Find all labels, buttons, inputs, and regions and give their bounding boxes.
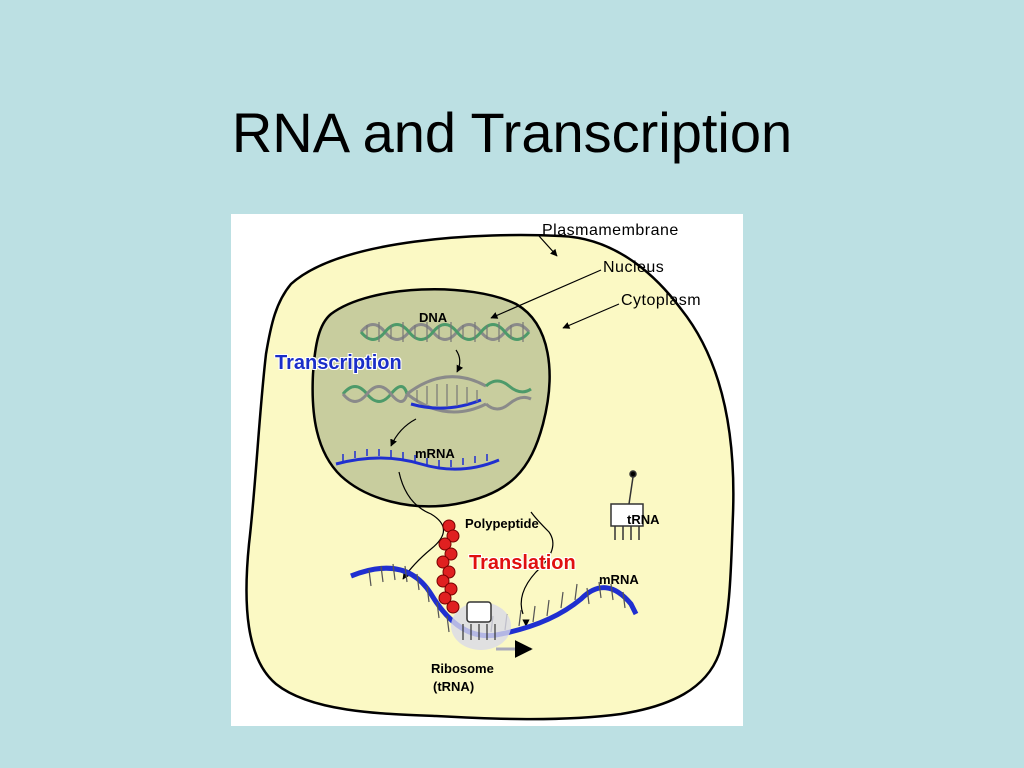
slide-title: RNA and Transcription [231, 101, 793, 164]
mrna-nucleus-label: mRNA [415, 446, 455, 461]
dna-arrow [455, 349, 464, 373]
plasma-membrane-label: Plasmamembrane [542, 222, 679, 239]
dna-helix [359, 322, 531, 342]
dna-label: DNA [419, 310, 448, 325]
mrna-cytoplasm-label: mRNA [599, 572, 639, 587]
polypeptide-chain [436, 519, 460, 614]
ribosome [451, 601, 533, 658]
transcription-label: Transcription [275, 352, 402, 374]
cytoplasm-pointer [562, 303, 620, 329]
translation-label: Translation [469, 552, 576, 574]
cell-diagram: Plasmamembrane Nucleus Cytoplasm DNA Tra… [231, 214, 743, 726]
membrane-pointer [538, 235, 558, 257]
mrna-strand-nucleus [335, 449, 500, 471]
transcription-arrow [390, 418, 417, 447]
polypeptide-label: Polypeptide [465, 516, 539, 531]
ribosome-sublabel: (tRNA) [433, 679, 475, 694]
cytoplasm-label: Cytoplasm [621, 292, 702, 309]
nucleus-label: Nucleus [603, 259, 665, 276]
cell-illustration [245, 233, 735, 721]
nucleus-pointer [490, 269, 602, 319]
trna-label: tRNA [627, 512, 660, 527]
nucleus [311, 288, 551, 508]
mrna-export-arrow-right [520, 511, 554, 615]
mrna-export-arrow-left [398, 471, 445, 580]
dna-transcription-bubble [341, 375, 532, 414]
trna-molecule [610, 470, 644, 540]
ribosome-label: Ribosome [431, 661, 494, 676]
